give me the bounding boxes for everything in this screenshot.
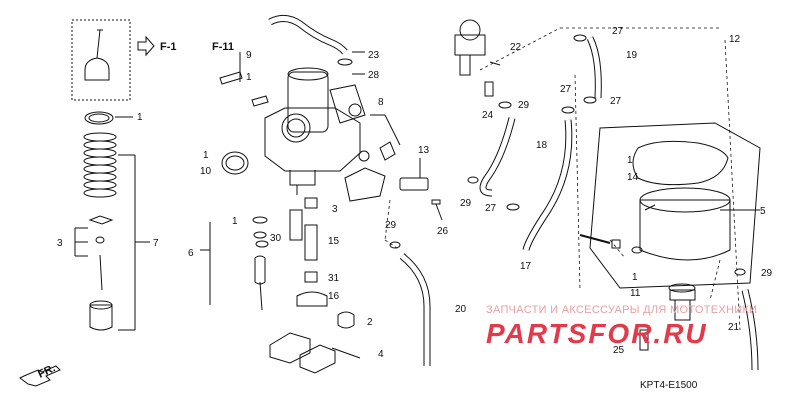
fr-arrow-icon	[19, 365, 61, 387]
callout-15: 15	[328, 236, 340, 247]
callout-19: 19	[626, 50, 638, 61]
callout-27d: 27	[485, 203, 497, 214]
callout-13: 13	[418, 145, 430, 156]
callout-2: 2	[367, 317, 373, 328]
callout-1d: 1	[232, 216, 238, 227]
callout-29c: 29	[385, 220, 397, 231]
part-bowl-5	[639, 199, 731, 261]
part-gasket-10	[221, 151, 249, 175]
callout-1e: 1	[627, 155, 633, 166]
callout-24: 24	[482, 110, 494, 121]
part-spring	[83, 132, 117, 198]
callout-17: 17	[520, 261, 532, 272]
part-ring	[84, 111, 114, 125]
callout-28: 28	[368, 70, 380, 81]
callout-16: 16	[328, 291, 340, 302]
callout-10: 10	[200, 166, 212, 177]
part-bracket-8	[344, 167, 386, 202]
callout-11: 11	[630, 288, 641, 299]
part-float-4	[269, 332, 311, 364]
callout-22: 22	[510, 42, 522, 53]
callout-9: 9	[246, 50, 252, 61]
callout-26: 26	[437, 226, 449, 237]
float-bowl-outline	[589, 122, 761, 289]
part-piston	[89, 304, 113, 331]
f1-arrow-icon	[137, 35, 155, 57]
callout-4: 4	[378, 349, 384, 360]
callout-7: 7	[153, 238, 159, 249]
inset-cap	[84, 57, 110, 81]
part-needle	[99, 254, 103, 291]
callout-1a: 1	[137, 112, 143, 123]
callout-20: 20	[455, 304, 467, 315]
watermark-tagline: ЗАПЧАСТИ И АКСЕССУАРЫ ДЛЯ МОТОТЕХНИКИ	[486, 304, 758, 316]
ref-f11-label: F-11	[212, 41, 234, 53]
part-fuel-tap-22	[454, 34, 486, 56]
inset-box	[71, 19, 131, 101]
callout-8: 8	[378, 97, 384, 108]
part-hose-23	[268, 15, 348, 55]
watermark-logo: PARTSFOR.RU	[486, 318, 708, 349]
callout-27b: 27	[560, 84, 572, 95]
callout-3a: 3	[57, 238, 63, 249]
callout-27a: 27	[612, 26, 624, 37]
ref-f1-label: F-1	[160, 41, 177, 53]
callout-18: 18	[536, 140, 548, 151]
callout-27c: 27	[610, 96, 622, 107]
part-clip	[88, 215, 114, 225]
diagram-code: KPT4-E1500	[640, 380, 698, 391]
part-gasket-14	[632, 140, 729, 186]
part-holder-13	[399, 177, 429, 191]
ref-fr-label: FR.	[36, 362, 57, 380]
callout-1f: 1	[632, 272, 638, 283]
callout-25: 25	[613, 345, 625, 356]
callout-23: 23	[368, 50, 380, 61]
callout-14: 14	[627, 172, 639, 183]
callout-31: 31	[328, 273, 340, 284]
callout-5: 5	[760, 206, 766, 217]
callout-6: 6	[188, 248, 194, 259]
callout-1c: 1	[203, 150, 209, 161]
callout-12: 12	[729, 34, 741, 45]
callout-30: 30	[270, 233, 282, 244]
callout-29d: 29	[761, 268, 773, 279]
callout-29b: 29	[460, 198, 472, 209]
callout-1b: 1	[246, 72, 252, 83]
callout-3b: 3	[332, 204, 338, 215]
callout-21: 21	[728, 322, 740, 333]
callout-29a: 29	[518, 100, 530, 111]
